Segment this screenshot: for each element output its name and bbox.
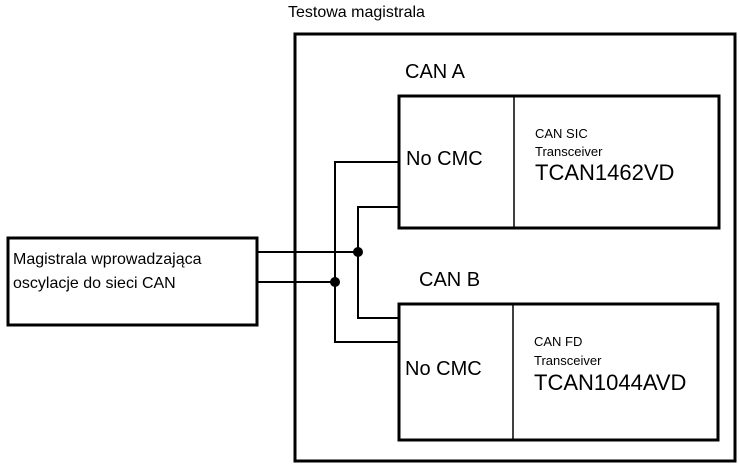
node-b-filter: No CMC — [405, 358, 482, 380]
wire-node-b-upper — [357, 206, 398, 319]
source-box-line1: Magistrala wprowadzająca — [13, 251, 202, 268]
node-a-type-line2: Transceiver — [535, 144, 603, 159]
node-a-filter: No CMC — [406, 148, 483, 170]
source-box-line2: oscylacje do sieci CAN — [13, 275, 176, 292]
node-a-part-number: TCAN1462VD — [535, 160, 675, 185]
test-bus-title: Testowa magistrala — [288, 4, 425, 21]
junction-dot-low — [330, 277, 340, 287]
junction-dot-high — [353, 247, 363, 257]
node-a-label: CAN A — [405, 61, 466, 83]
can-a-frame — [397, 94, 721, 230]
node-b-type-line2: Transceiver — [534, 353, 602, 368]
node-b-part-number: TCAN1044AVD — [534, 370, 687, 395]
can-b-frame — [397, 302, 720, 442]
wire-node-a-upper — [334, 161, 398, 343]
test-bus-frame — [293, 32, 737, 463]
node-a-type-line1: CAN SIC — [535, 126, 588, 141]
node-b-type-line1: CAN FD — [534, 334, 583, 349]
source-box-label: Magistrala wprowadzająca oscylacje do si… — [13, 248, 202, 296]
node-b-label: CAN B — [419, 269, 481, 291]
